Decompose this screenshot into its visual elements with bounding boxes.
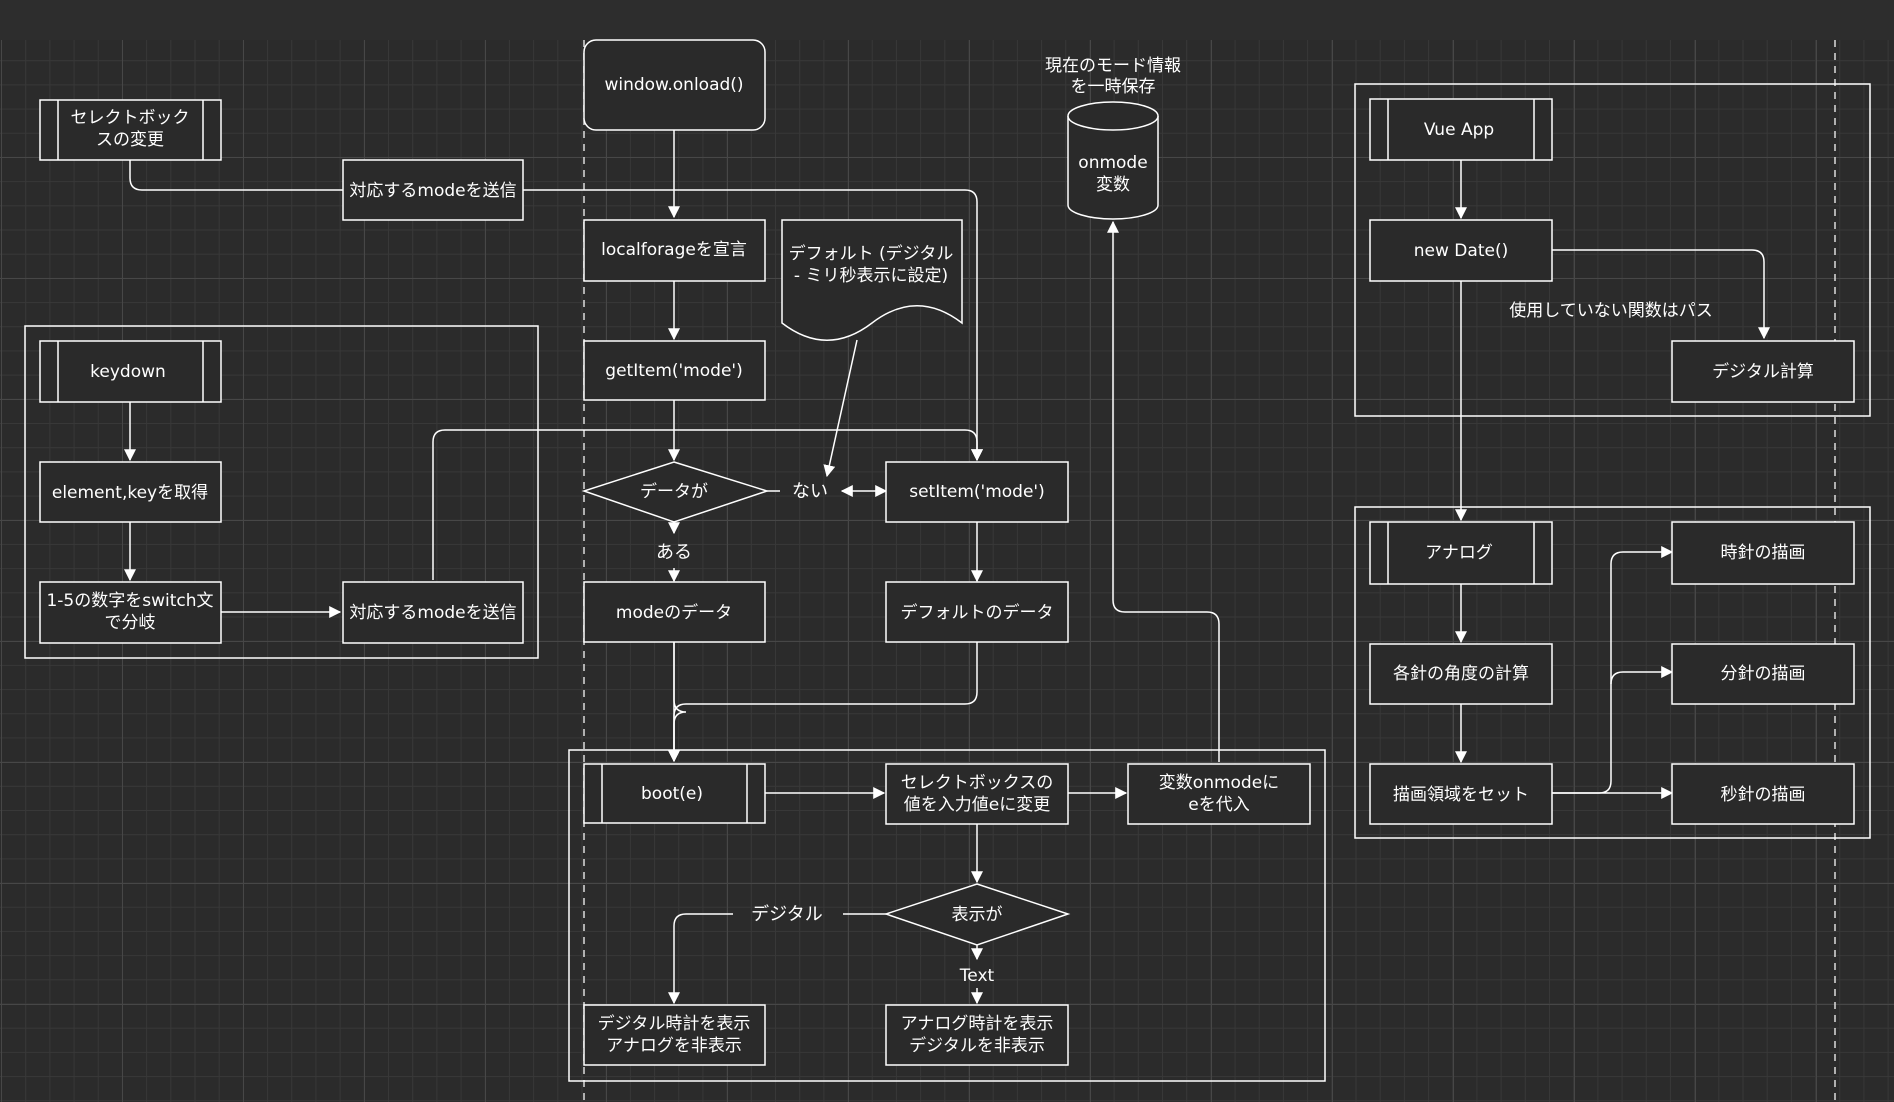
- grid-background: [0, 40, 1894, 1102]
- node-onmode-cylinder[interactable]: onmode 変数: [1067, 101, 1159, 220]
- edge-send-to-setitem[interactable]: [523, 189, 983, 462]
- node-default-note[interactable]: デフォルト (デジタル - ミリ秒表示に設定): [781, 219, 963, 341]
- node-label: 値を入力値eに変更: [904, 795, 1050, 815]
- node-minute-hand[interactable]: 分針の描画: [1671, 643, 1855, 705]
- node-localforage[interactable]: localforageを宣言: [583, 219, 766, 282]
- node-set-canvas[interactable]: 描画領域をセット: [1369, 763, 1553, 825]
- node-label: デジタル計算: [1712, 361, 1814, 382]
- toolbar-area: [0, 0, 1894, 40]
- edge-note-to-nai[interactable]: [823, 339, 858, 478]
- onmode-caption: 現在のモード情報 を一時保存: [1045, 56, 1181, 97]
- node-analog[interactable]: アナログ: [1369, 521, 1553, 585]
- boot-group-frame[interactable]: [568, 749, 1326, 1082]
- node-label: Vue App: [1424, 120, 1494, 140]
- node-label: アナログ時計を表示: [901, 1014, 1054, 1034]
- edges: [124, 130, 1770, 1005]
- node-switch-branch[interactable]: 1-5の数字をswitch文 で分岐: [39, 581, 222, 644]
- analog-group-frame[interactable]: [1354, 506, 1871, 839]
- edge-digital-to-showdigital[interactable]: [668, 913, 733, 1005]
- node-label: modeのデータ: [616, 602, 732, 623]
- node-label: 時針の描画: [1721, 543, 1806, 563]
- vue-app-group-frame[interactable]: [1354, 83, 1871, 417]
- node-label: アナログを非表示: [606, 1036, 742, 1056]
- node-label: eを代入: [1188, 795, 1249, 815]
- node-label: keydown: [90, 362, 166, 382]
- node-window-onload[interactable]: window.onload(): [583, 39, 766, 131]
- edge-sendleft-to-setitem[interactable]: [432, 429, 983, 580]
- node-label: 描画領域をセット: [1393, 785, 1529, 805]
- node-label: element,keyを取得: [52, 483, 208, 503]
- node-label: データが: [640, 481, 708, 502]
- node-label: 各針の角度の計算: [1393, 664, 1529, 684]
- node-default-data[interactable]: デフォルトのデータ: [885, 581, 1069, 643]
- node-boot[interactable]: boot(e): [583, 763, 766, 824]
- node-label: window.onload(): [604, 75, 743, 95]
- node-label: 変数: [1096, 175, 1130, 195]
- node-label: セレクトボック: [71, 108, 190, 128]
- node-digital-calc[interactable]: デジタル計算: [1671, 340, 1855, 403]
- node-label: 秒針の描画: [1721, 785, 1806, 805]
- keydown-group-frame[interactable]: [24, 325, 539, 659]
- node-select-change[interactable]: セレクトボック スの変更: [39, 99, 222, 161]
- node-assign-onmode[interactable]: 変数onmodeに eを代入: [1127, 763, 1311, 825]
- node-label: onmode: [1078, 153, 1147, 173]
- node-label: localforageを宣言: [601, 240, 747, 260]
- node-select-set[interactable]: セレクトボックスの 値を入力値eに変更: [885, 763, 1069, 825]
- edge-newdate-to-digitalcalc[interactable]: [1552, 249, 1770, 340]
- node-label: セレクトボックスの: [901, 773, 1054, 793]
- node-label: デフォルトのデータ: [901, 602, 1054, 623]
- caption-line: 現在のモード情報: [1045, 56, 1181, 76]
- node-mode-data[interactable]: modeのデータ: [583, 581, 766, 643]
- node-label: デジタル時計を表示: [598, 1013, 751, 1034]
- node-label: 表示が: [952, 905, 1003, 925]
- node-label: - ミリ秒表示に設定): [794, 266, 948, 286]
- node-send-mode-left[interactable]: 対応するmodeを送信: [342, 581, 524, 644]
- edge-label-text: Text: [959, 966, 995, 986]
- edge-select-to-send[interactable]: [129, 160, 343, 191]
- edge-assign-to-onmode[interactable]: [1107, 220, 1220, 762]
- node-hour-hand[interactable]: 時針の描画: [1671, 521, 1855, 585]
- node-label: 対応するmodeを送信: [349, 181, 516, 201]
- node-new-date[interactable]: new Date(): [1369, 219, 1553, 282]
- node-keydown[interactable]: keydown: [39, 340, 222, 403]
- node-send-mode-top[interactable]: 対応するmodeを送信: [342, 159, 524, 221]
- node-second-hand[interactable]: 秒針の描画: [1671, 763, 1855, 825]
- edge-label-digital: デジタル: [751, 904, 823, 925]
- node-label: アナログ: [1425, 543, 1493, 563]
- node-label: 変数onmodeに: [1159, 773, 1279, 793]
- node-display-diamond[interactable]: 表示が: [883, 883, 1071, 946]
- node-get-element-key[interactable]: element,keyを取得: [39, 461, 222, 523]
- node-getitem[interactable]: getItem('mode'): [583, 340, 766, 401]
- node-show-digital[interactable]: デジタル時計を表示 アナログを非表示: [583, 1004, 766, 1066]
- edge-modedata-down: [673, 642, 687, 761]
- node-label: setItem('mode'): [909, 482, 1045, 502]
- node-angle-calc[interactable]: 各針の角度の計算: [1369, 643, 1553, 705]
- node-label: で分岐: [105, 613, 156, 633]
- node-label: デフォルト (デジタル: [789, 243, 954, 264]
- node-label: スの変更: [96, 130, 164, 150]
- node-label: 1-5の数字をswitch文: [46, 591, 213, 611]
- edge-label-aru: ある: [656, 542, 692, 563]
- node-label: 分針の描画: [1721, 664, 1806, 684]
- edge-label-nai: ない: [792, 481, 828, 502]
- edge-label-unused-pass: 使用していない関数はパス: [1509, 300, 1713, 321]
- node-label: getItem('mode'): [605, 361, 742, 381]
- edge-setcanvas-to-minute[interactable]: [1610, 666, 1674, 685]
- node-label: デジタルを非表示: [909, 1035, 1045, 1056]
- caption-line: を一時保存: [1071, 77, 1156, 97]
- node-setitem[interactable]: setItem('mode'): [885, 461, 1069, 523]
- node-vue-app[interactable]: Vue App: [1369, 98, 1553, 161]
- edge-default-to-boot[interactable]: [668, 642, 978, 763]
- node-label: new Date(): [1414, 241, 1508, 261]
- node-show-analog[interactable]: アナログ時計を表示 デジタルを非表示: [885, 1004, 1069, 1066]
- node-label: boot(e): [641, 784, 703, 804]
- node-label: 対応するmodeを送信: [349, 603, 516, 623]
- node-data-diamond[interactable]: データが: [581, 461, 770, 523]
